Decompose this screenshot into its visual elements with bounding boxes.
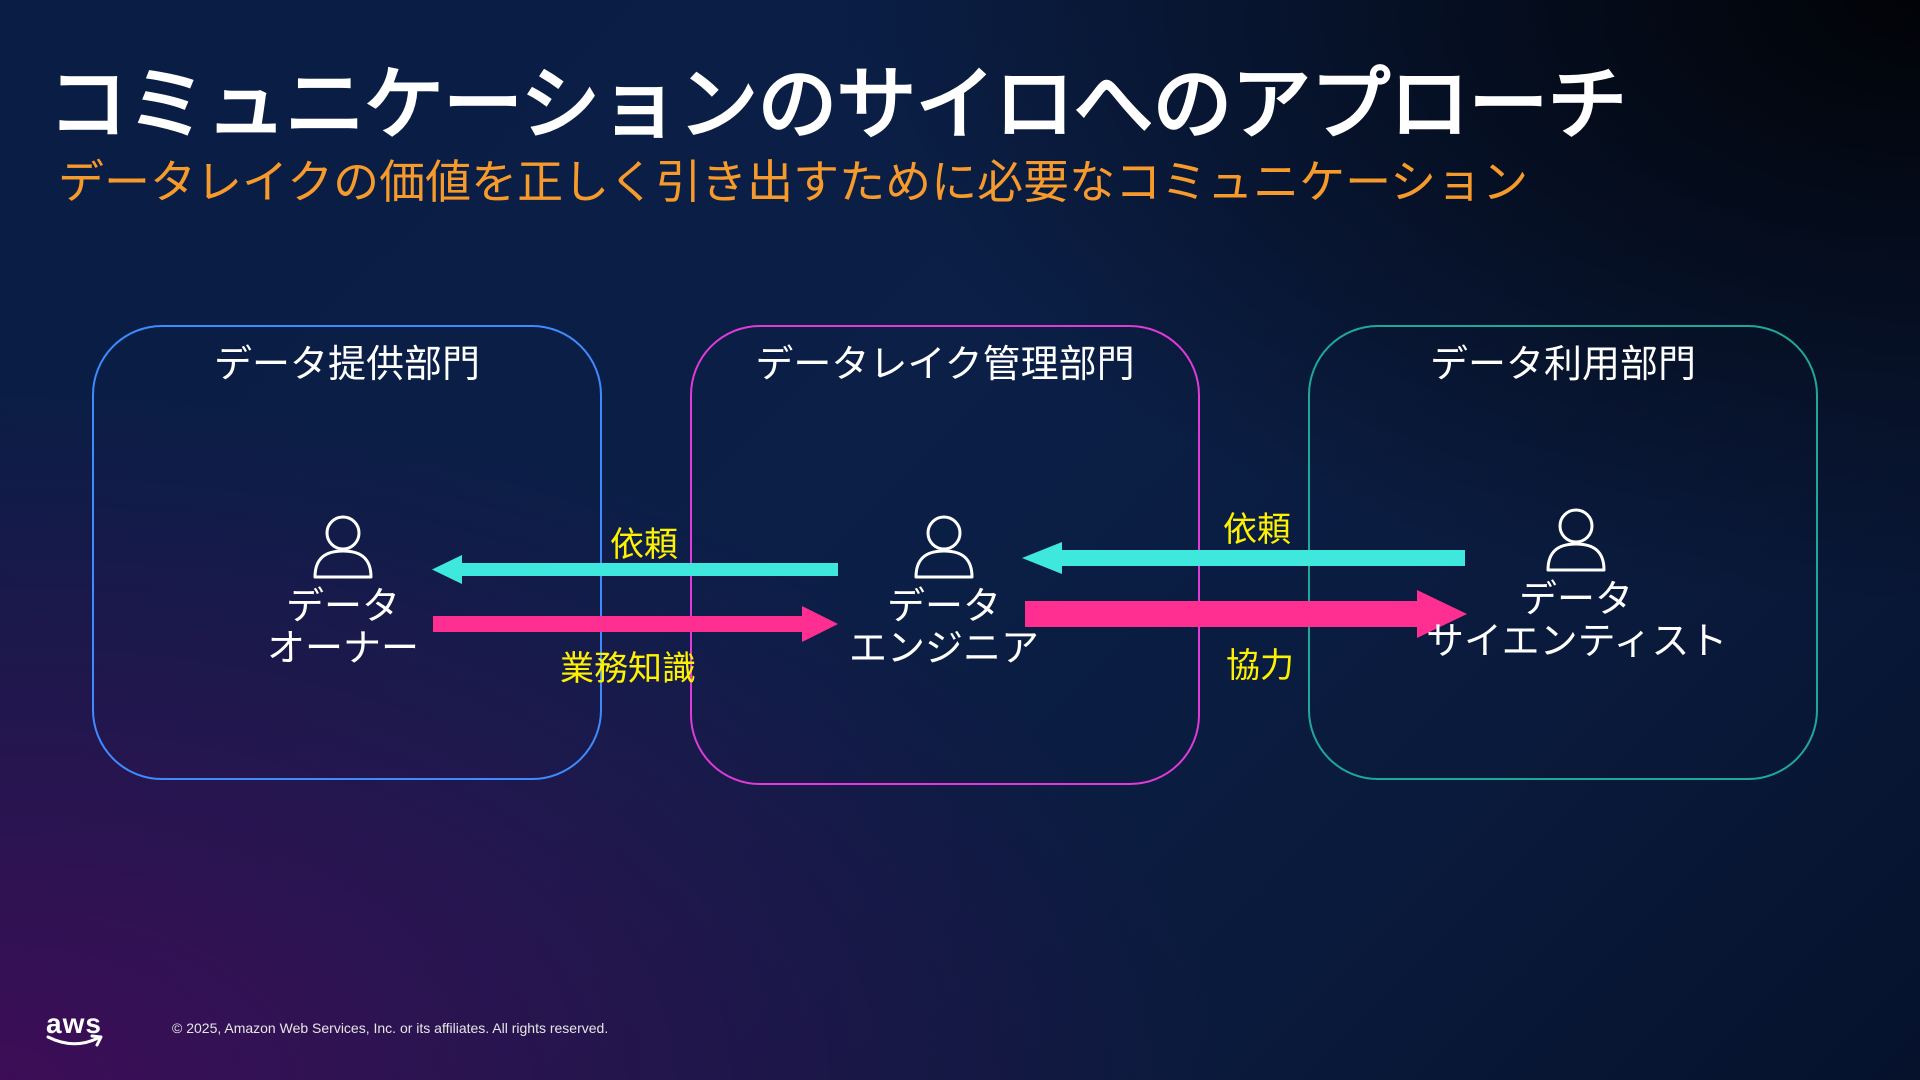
person-label-line2: サイエンティスト: [1426, 619, 1728, 663]
flow-label-request-left: 依頼: [610, 525, 678, 565]
person-icon: [914, 515, 974, 579]
aws-smile-icon: [46, 1034, 103, 1047]
department-box-user: データ利用部門: [1308, 325, 1818, 780]
department-box-provider: データ提供部門: [92, 325, 602, 780]
copyright-text: © 2025, Amazon Web Services, Inc. or its…: [172, 1020, 609, 1036]
flow-label-cooperation: 協力: [1226, 646, 1294, 686]
department-label-user: データ利用部門: [1429, 342, 1696, 386]
person-label-line1: データ: [1518, 577, 1633, 621]
arrow-knowledge-to-engineer: [433, 606, 838, 642]
person-label-line1: データ: [886, 584, 1001, 628]
arrow-request-to-owner: [432, 555, 838, 584]
person-data-engineer: データ エンジニア: [794, 513, 1094, 669]
person-label-line2: エンジニア: [848, 626, 1039, 670]
flow-label-request-right: 依頼: [1223, 510, 1291, 550]
arrow-cooperation-to-scientist: [1025, 590, 1467, 638]
person-label-line1: データ: [285, 584, 400, 628]
person-data-owner: データ オーナー: [193, 513, 493, 669]
aws-logo-text: aws: [46, 1008, 102, 1039]
arrow-request-to-engineer: [1022, 542, 1465, 574]
person-label-line2: オーナー: [266, 626, 419, 670]
department-label-provider: データ提供部門: [213, 342, 480, 386]
flow-label-business-knowledge: 業務知識: [560, 649, 696, 689]
person-icon: [313, 515, 373, 579]
department-label-management: データレイク管理部門: [755, 342, 1135, 386]
person-icon: [1546, 508, 1606, 572]
slide-title: コミュニケーションのサイロへのアプローチ: [48, 58, 1627, 151]
aws-logo: aws: [46, 1008, 106, 1048]
slide-subtitle: データレイクの価値を正しく引き出すために必要なコミュニケーション: [58, 155, 1529, 209]
department-box-management: データレイク管理部門: [690, 325, 1200, 785]
person-data-scientist: データ サイエンティスト: [1426, 506, 1728, 663]
